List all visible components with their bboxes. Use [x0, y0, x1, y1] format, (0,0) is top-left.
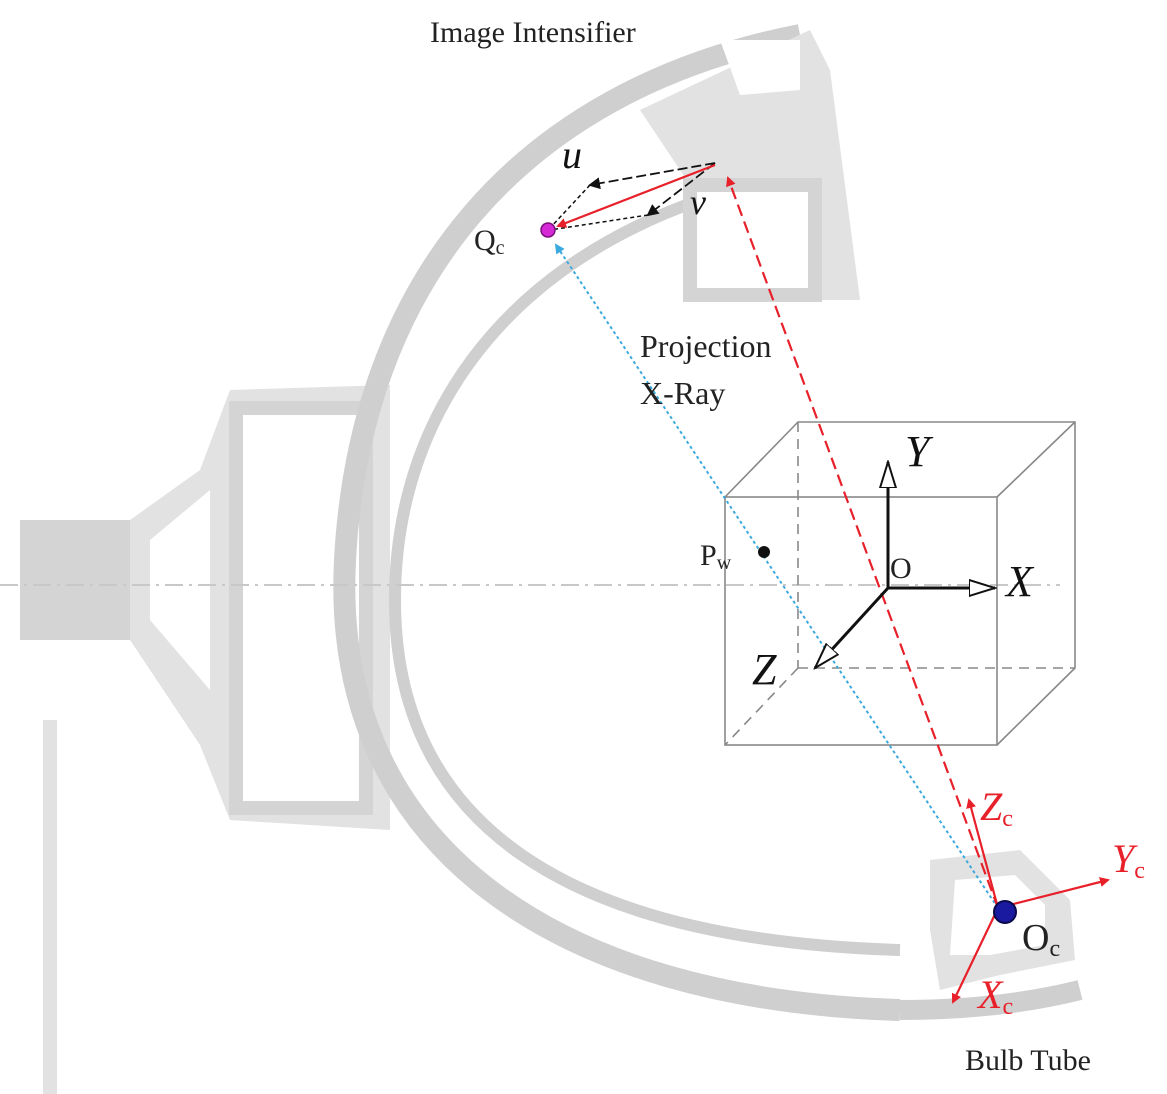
- world-y-label: Y: [905, 427, 934, 476]
- v-label: v: [690, 182, 706, 222]
- world-cube: [724, 421, 1076, 746]
- camera-y-label: Yc: [1112, 836, 1145, 884]
- image-intensifier-label: Image Intensifier: [430, 16, 636, 49]
- camera-origin-label: Oc: [1022, 917, 1060, 962]
- qc-label-sub: c: [496, 237, 505, 259]
- c-arc-outer: [333, 24, 901, 1021]
- camera-y-label-main: Y: [1112, 836, 1138, 881]
- world-origin-label: O: [890, 552, 912, 585]
- world-z-axis: [815, 586, 890, 668]
- u-label: u: [562, 132, 582, 177]
- qc-label: Qc: [474, 224, 505, 259]
- camera-y-axis: [997, 877, 1110, 910]
- qc-point: [540, 222, 556, 238]
- camera-z-label-main: Z: [980, 784, 1003, 829]
- cube-hidden-edges: [724, 422, 1075, 746]
- camera-x-axis: [951, 907, 999, 1004]
- camera-axes: [951, 798, 1110, 1004]
- pw-point: [758, 546, 770, 558]
- world-x-label: X: [1004, 557, 1035, 606]
- pw-label-main: P: [700, 539, 717, 572]
- base-block: [20, 520, 130, 640]
- world-z-label: Z: [752, 645, 777, 694]
- image-plane-vectors: [549, 162, 716, 231]
- camera-z-label: Zc: [980, 784, 1013, 832]
- camera-x-label-sub: c: [1002, 994, 1013, 1020]
- camera-z-label-sub: c: [1002, 806, 1013, 832]
- camera-origin-label-sub: c: [1049, 936, 1060, 962]
- c-arc-inner: [388, 194, 901, 956]
- qc-offset-vector: [556, 163, 716, 228]
- oc-point: [993, 900, 1017, 924]
- principal-ray-line: [726, 176, 1000, 909]
- pw-label-sub: w: [717, 552, 732, 574]
- projection-label: Projection: [640, 328, 772, 364]
- v-vector: [646, 162, 716, 217]
- cube-front-face: [724, 496, 998, 746]
- pw-label: Pw: [700, 539, 732, 574]
- c-arm-frame: [20, 24, 1083, 1094]
- camera-x-label: Xc: [976, 972, 1013, 1020]
- intensifier-window: [683, 178, 822, 302]
- camera-x-label-main: X: [976, 972, 1004, 1017]
- projection-ray-line: [554, 243, 999, 909]
- camera-z-axis: [966, 798, 1000, 909]
- u-vector: [588, 162, 716, 190]
- bulb-tube-label: Bulb Tube: [965, 1044, 1091, 1077]
- world-axes: [815, 462, 995, 668]
- camera-origin-label-main: O: [1022, 917, 1049, 959]
- camera-y-label-sub: c: [1134, 858, 1145, 884]
- xray-label: X-Ray: [640, 375, 725, 411]
- qc-label-main: Q: [474, 224, 496, 257]
